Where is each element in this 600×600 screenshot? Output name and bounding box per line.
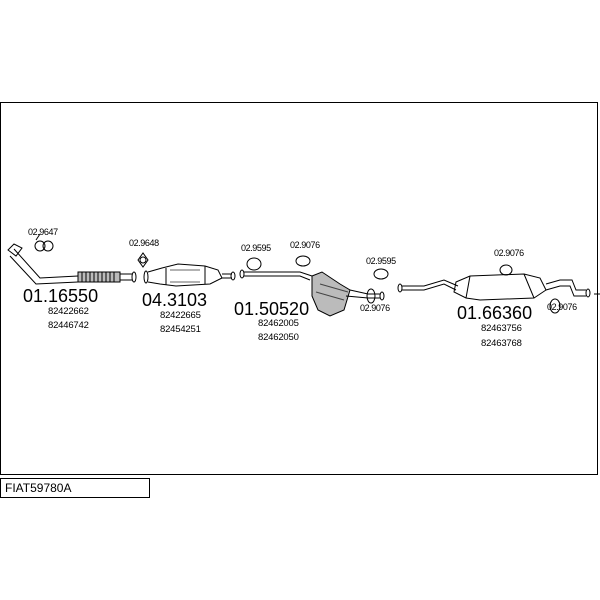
- clamp-02-9076-d: [549, 298, 561, 314]
- clamp-02-9076-b: [366, 288, 376, 304]
- middle-silencer-part: [239, 269, 385, 317]
- catalytic-converter-part: [143, 263, 236, 287]
- fitting-label: 02.9595: [366, 256, 396, 266]
- front-pipe-part: [7, 243, 137, 285]
- fitting-label: 02.9076: [494, 248, 524, 258]
- vehicle-code: FIAT59780A: [5, 481, 72, 495]
- clamp-02-9076-c: [499, 264, 513, 276]
- fitting-label: 02.9595: [241, 243, 271, 253]
- part-number: 01.16550: [23, 286, 99, 306]
- clamp-02-9595-b: [373, 268, 389, 280]
- oem-number: 82422662: [48, 306, 89, 317]
- gasket-02-9647: [34, 233, 54, 252]
- oem-number: 82422665: [160, 310, 201, 321]
- rear-silencer-part: [397, 273, 600, 301]
- oem-number: 82462050: [258, 332, 299, 343]
- part-number: 01.50520: [234, 299, 310, 319]
- oem-number: 82463756: [481, 323, 522, 334]
- fitting-label: 02.9076: [290, 240, 320, 250]
- oem-number: 82462005: [258, 318, 299, 329]
- gasket-02-9648: [137, 252, 149, 268]
- fitting-label: 02.9648: [129, 238, 159, 248]
- oem-number: 82454251: [160, 324, 201, 335]
- oem-number: 82463768: [481, 338, 522, 349]
- clamp-02-9595-a: [246, 257, 262, 271]
- fitting-label: 02.9076: [360, 303, 390, 313]
- vehicle-code-box: FIAT59780A: [0, 478, 150, 498]
- part-number: 04.3103: [142, 290, 208, 310]
- oem-number: 82446742: [48, 320, 89, 331]
- clamp-02-9076-a: [295, 255, 311, 267]
- fitting-label: 02.9076: [547, 302, 577, 312]
- part-number: 01.66360: [457, 303, 533, 323]
- diagram-frame: [0, 102, 598, 475]
- fitting-label: 02.9647: [28, 227, 58, 237]
